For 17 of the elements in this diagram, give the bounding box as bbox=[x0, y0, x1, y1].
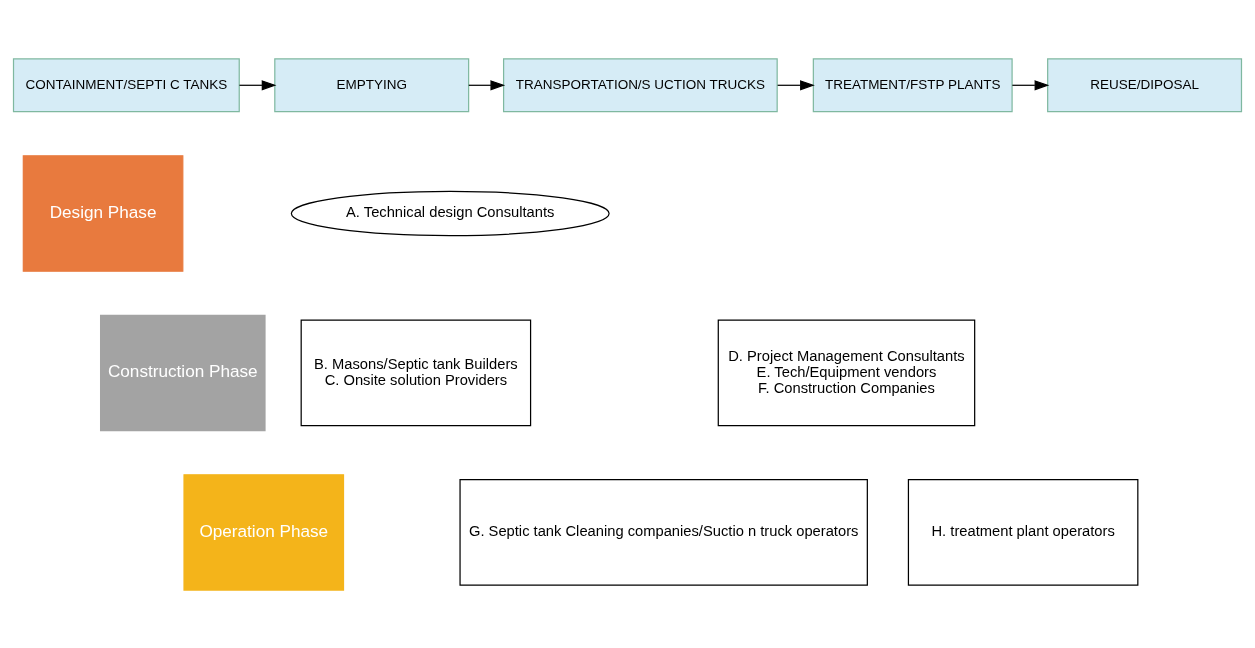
node-box: EMPTYING bbox=[274, 57, 470, 112]
arrow bbox=[238, 79, 277, 90]
node-box: Construction Phase bbox=[100, 314, 266, 431]
node-box: Design Phase bbox=[22, 154, 184, 272]
node-box: TREATMENT/FSTP PLANTS bbox=[812, 57, 1013, 112]
arrow bbox=[777, 79, 815, 90]
node-box: TRANSPORTATION/S UCTION TRUCKS bbox=[503, 57, 778, 112]
node-ellipse: A. Technical design Consultants bbox=[290, 190, 610, 236]
node-box: H. treatment plant operators bbox=[907, 478, 1139, 586]
node-box: CONTAINMENT/SEPTI C TANKS bbox=[12, 57, 240, 112]
node-box: G. Septic tank Cleaning companies/Suctio n truck operators bbox=[459, 478, 868, 586]
node-box: D. Project Management Consultants E. Tech/Equipment vendors F. Construction Companies bbox=[717, 319, 976, 426]
node-box: Operation Phase bbox=[183, 473, 345, 591]
arrow bbox=[468, 79, 506, 90]
node-box: B. Masons/Septic tank Builders C. Onsite solution Providers bbox=[300, 319, 532, 426]
arrow bbox=[1011, 79, 1050, 90]
node-box: REUSE/DIPOSAL bbox=[1047, 57, 1243, 112]
